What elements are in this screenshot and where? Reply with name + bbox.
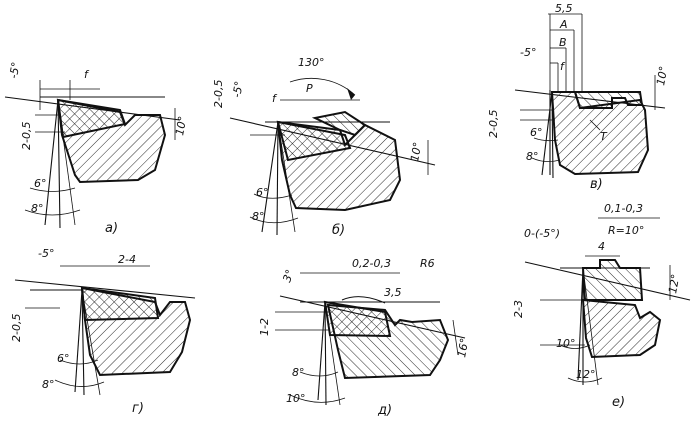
panel-d-label-1: 0,2-0,3	[352, 257, 391, 270]
panel-v-caption: в)	[590, 177, 603, 192]
panel-a-caption: а)	[105, 221, 118, 236]
panel-e-label-3: 4	[598, 240, 605, 253]
panel-g-label-0: -5°	[38, 247, 54, 260]
panel-e-label-6: 10°	[556, 337, 576, 350]
panel-e-label-1: 0-(-5°)	[524, 227, 560, 240]
panel-v-label-9: 8°	[526, 150, 539, 163]
panel-v-label-6: 10°	[654, 65, 670, 86]
panel-v-label-1: A	[559, 18, 568, 31]
panel-e-insert-top	[581, 259, 644, 301]
panel-a-label-5: 8°	[31, 202, 44, 215]
panel-b-label-2: -5°	[230, 80, 246, 98]
panel-b-label-7: 8°	[252, 210, 265, 223]
panel-a-label-1: f	[84, 68, 90, 81]
panel-b-caption: б)	[332, 223, 345, 238]
panel-d-label-3: 3,5	[384, 286, 402, 299]
panel-d-caption: д)	[377, 403, 392, 418]
panel-d-label-5: 16°	[455, 337, 471, 358]
panel-a: -5° f 2-0,5 10° 6° 8° а)	[4, 61, 189, 236]
panel-g-label-1: 2-4	[118, 253, 136, 266]
panel-v-label-0: 5,5	[555, 2, 573, 15]
panel-e-label-4: 2-3	[512, 300, 525, 318]
panel-e-label-0: 0,1-0,3	[604, 202, 643, 215]
panel-a-label-4: 6°	[34, 177, 47, 190]
panel-b-label-0: 130°	[298, 56, 325, 69]
panel-a-label-0: -5°	[7, 61, 23, 79]
panel-g-label-2: 2-0,5	[10, 314, 23, 342]
panel-d-label-0: 3°	[280, 268, 296, 284]
panel-d-label-7: 10°	[286, 392, 306, 405]
panel-b-label-4: P	[306, 82, 313, 95]
panel-g-insert-top	[80, 286, 160, 322]
panel-v-label-7: T	[600, 130, 608, 143]
panel-b-label-6: 6°	[256, 186, 269, 199]
panel-v-label-2: B	[559, 36, 567, 49]
panel-b: 130° 2-0,5 -5° f P 10° 6° 8° б)	[212, 56, 436, 238]
panel-a-label-3: 10°	[173, 115, 189, 136]
panel-b-chip-groove	[311, 110, 367, 137]
panel-b-label-3: f	[272, 92, 278, 105]
panel-v-label-8: 6°	[530, 126, 543, 139]
panel-d: 3° 0,2-0,3 R6 3,5 1-2 16° 8° 10° д)	[258, 257, 471, 418]
panel-v: 5,5 A B -5° f 2-0,5 10° T 6° 8° в)	[487, 2, 670, 192]
panel-e-caption: е)	[612, 395, 625, 410]
panel-d-label-2: R6	[420, 257, 435, 270]
panel-g-label-3: 6°	[57, 352, 70, 365]
panel-b-insert-top	[276, 120, 352, 162]
panel-v-label-3: -5°	[520, 46, 536, 59]
panel-b-label-5: 10°	[408, 141, 424, 162]
panel-e: 0,1-0,3 0-(-5°) R=10° 4 2-3 12° 10° 12° …	[512, 202, 691, 410]
panel-d-label-6: 8°	[292, 366, 305, 379]
panel-v-label-4: f	[560, 60, 566, 73]
panel-e-insert-body	[581, 298, 662, 359]
panel-d-label-4: 1-2	[258, 318, 271, 336]
panel-g-caption: г)	[132, 401, 144, 416]
panel-e-label-7: 12°	[576, 368, 596, 381]
panel-e-label-5: 12°	[666, 273, 682, 294]
panel-v-label-5: 2-0,5	[487, 110, 500, 138]
panel-g-label-4: 8°	[42, 378, 55, 391]
panel-a-label-2: 2-0,5	[20, 122, 33, 150]
panel-v-insert-top	[573, 91, 644, 109]
panel-e-label-2: R=10°	[608, 224, 644, 237]
panel-g: -5° 2-4 2-0,5 6° 8° г)	[10, 247, 196, 416]
panel-b-label-1: 2-0,5	[212, 80, 225, 108]
